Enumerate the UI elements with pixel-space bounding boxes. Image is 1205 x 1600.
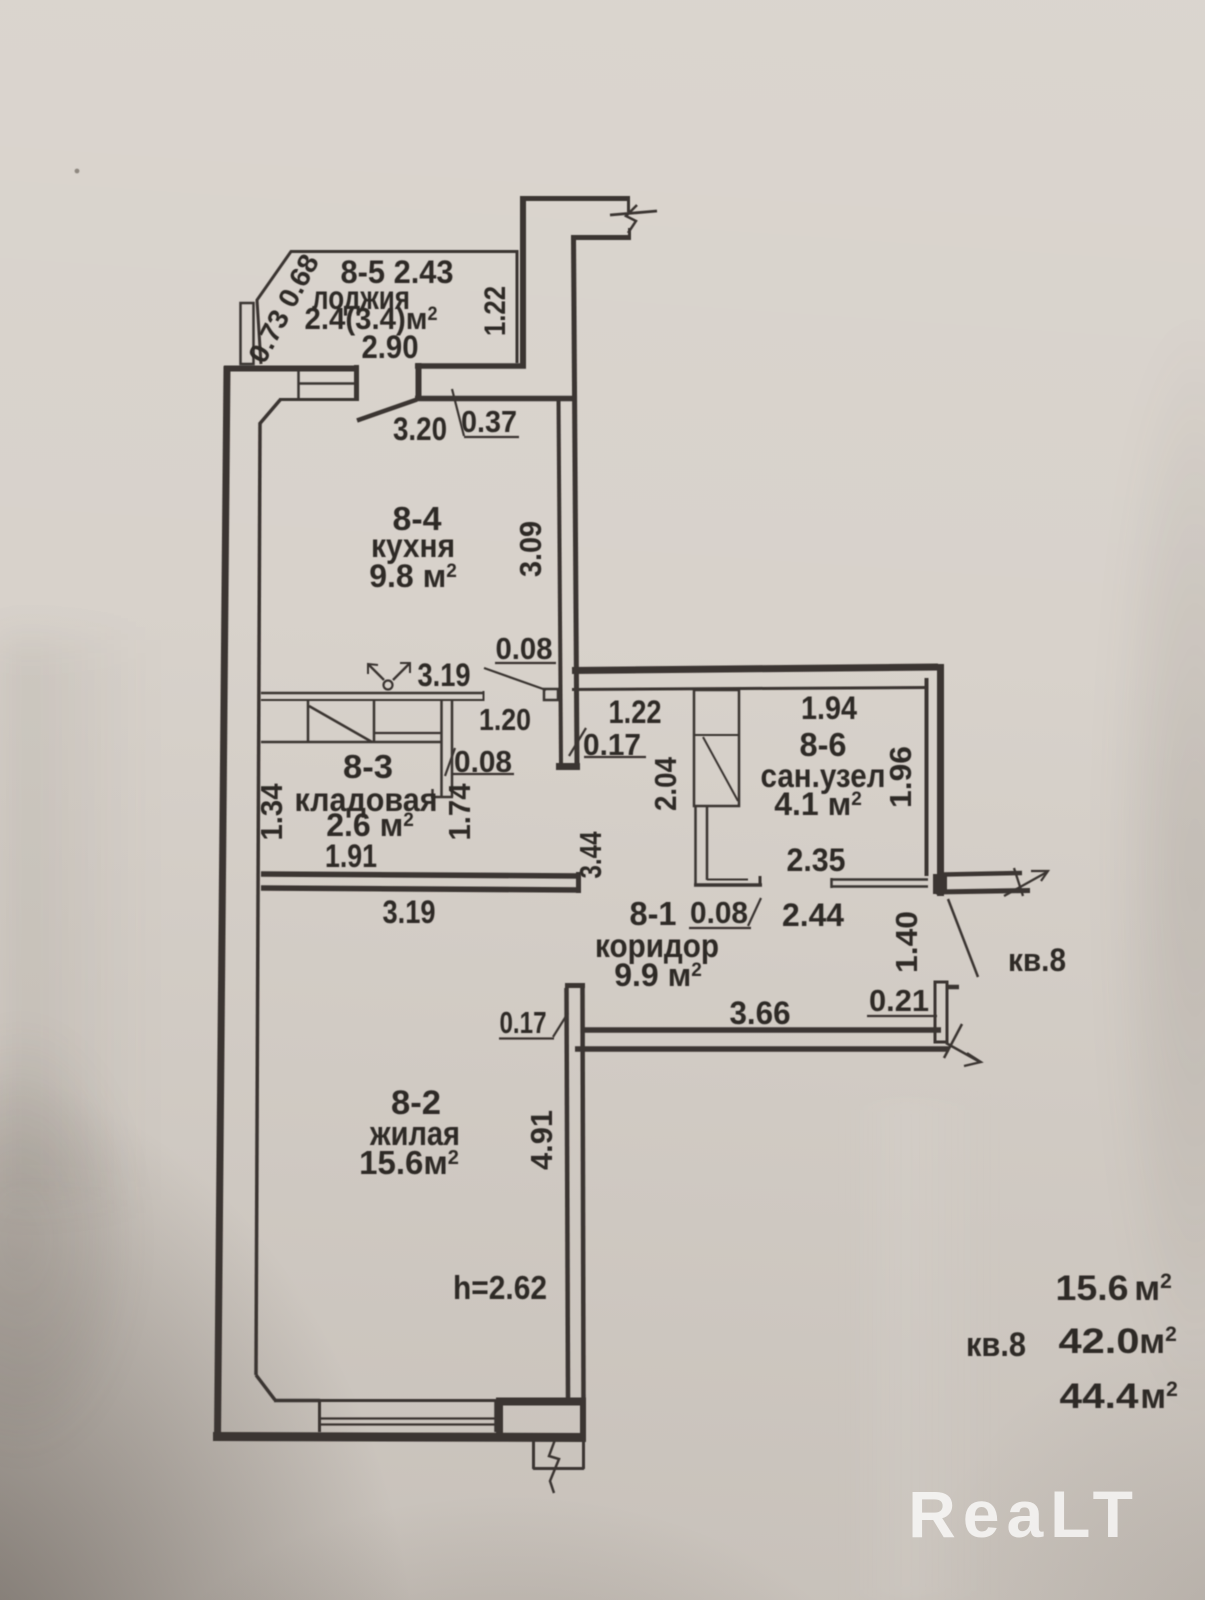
- svg-text:3.19: 3.19: [383, 894, 436, 930]
- svg-text:15.6: 15.6: [1056, 1269, 1129, 1308]
- svg-text:4.91: 4.91: [524, 1110, 559, 1170]
- svg-text:1.96: 1.96: [883, 746, 918, 808]
- svg-text:8-3: 8-3: [343, 748, 393, 785]
- svg-text:1.22: 1.22: [609, 694, 662, 730]
- svg-text:2.04: 2.04: [648, 756, 683, 811]
- svg-text:0.08: 0.08: [454, 744, 512, 779]
- svg-text:1.34: 1.34: [254, 783, 289, 841]
- svg-text:8-5 2.43: 8-5 2.43: [341, 254, 454, 290]
- svg-text:0.21: 0.21: [869, 983, 929, 1018]
- svg-text:0.08: 0.08: [496, 631, 553, 666]
- svg-text:ReaLT: ReaLT: [908, 1477, 1140, 1551]
- svg-text:h=2.62: h=2.62: [453, 1269, 547, 1306]
- svg-text:8-6: 8-6: [800, 726, 847, 763]
- svg-text:2.6 м2: 2.6 м2: [326, 807, 414, 843]
- svg-text:8-1: 8-1: [630, 895, 677, 932]
- svg-text:коридор: коридор: [595, 927, 719, 964]
- svg-text:9.8 м2: 9.8 м2: [369, 558, 457, 594]
- svg-text:42.0: 42.0: [1059, 1322, 1140, 1361]
- svg-text:2.90: 2.90: [362, 329, 419, 365]
- svg-text:15.6м2: 15.6м2: [359, 1144, 459, 1181]
- svg-text:м2: м2: [1139, 1322, 1177, 1361]
- svg-text:1.74: 1.74: [442, 783, 477, 841]
- svg-text:0.17: 0.17: [583, 727, 641, 762]
- svg-text:3.19: 3.19: [418, 657, 471, 693]
- svg-text:9.9 м2: 9.9 м2: [614, 957, 702, 993]
- svg-text:3.09: 3.09: [513, 521, 548, 577]
- svg-text:3.20: 3.20: [393, 411, 447, 447]
- svg-text:сан.узел: сан.узел: [761, 757, 886, 794]
- svg-text:3.66: 3.66: [730, 995, 791, 1031]
- svg-text:лоджия: лоджия: [312, 279, 410, 316]
- svg-text:0.37: 0.37: [461, 404, 517, 439]
- svg-text:кладовая: кладовая: [295, 781, 438, 818]
- svg-text:м2: м2: [1140, 1377, 1178, 1416]
- svg-text:44.4: 44.4: [1060, 1377, 1140, 1416]
- svg-text:1.20: 1.20: [479, 702, 531, 737]
- svg-text:2.35: 2.35: [787, 842, 846, 878]
- svg-text:2.4(3.4)м2: 2.4(3.4)м2: [305, 301, 438, 336]
- svg-text:кв.8: кв.8: [966, 1326, 1026, 1364]
- svg-text:3.44: 3.44: [573, 831, 608, 879]
- svg-text:м2: м2: [1134, 1269, 1172, 1308]
- svg-text:жилая: жилая: [369, 1115, 460, 1153]
- svg-text:0.17: 0.17: [500, 1005, 547, 1040]
- svg-text:2.44: 2.44: [782, 897, 844, 933]
- svg-text:8-4: 8-4: [393, 500, 443, 537]
- svg-text:1.22: 1.22: [479, 286, 512, 336]
- svg-text:1.40: 1.40: [889, 911, 924, 973]
- svg-text:0.08: 0.08: [690, 895, 748, 930]
- svg-text:1.91: 1.91: [325, 838, 377, 874]
- svg-text:1.94: 1.94: [801, 690, 857, 726]
- svg-text:8-2: 8-2: [391, 1084, 441, 1122]
- svg-text:кв.8: кв.8: [1008, 942, 1066, 978]
- svg-text:4.1 м2: 4.1 м2: [774, 786, 862, 822]
- svg-text:кухня: кухня: [371, 527, 455, 564]
